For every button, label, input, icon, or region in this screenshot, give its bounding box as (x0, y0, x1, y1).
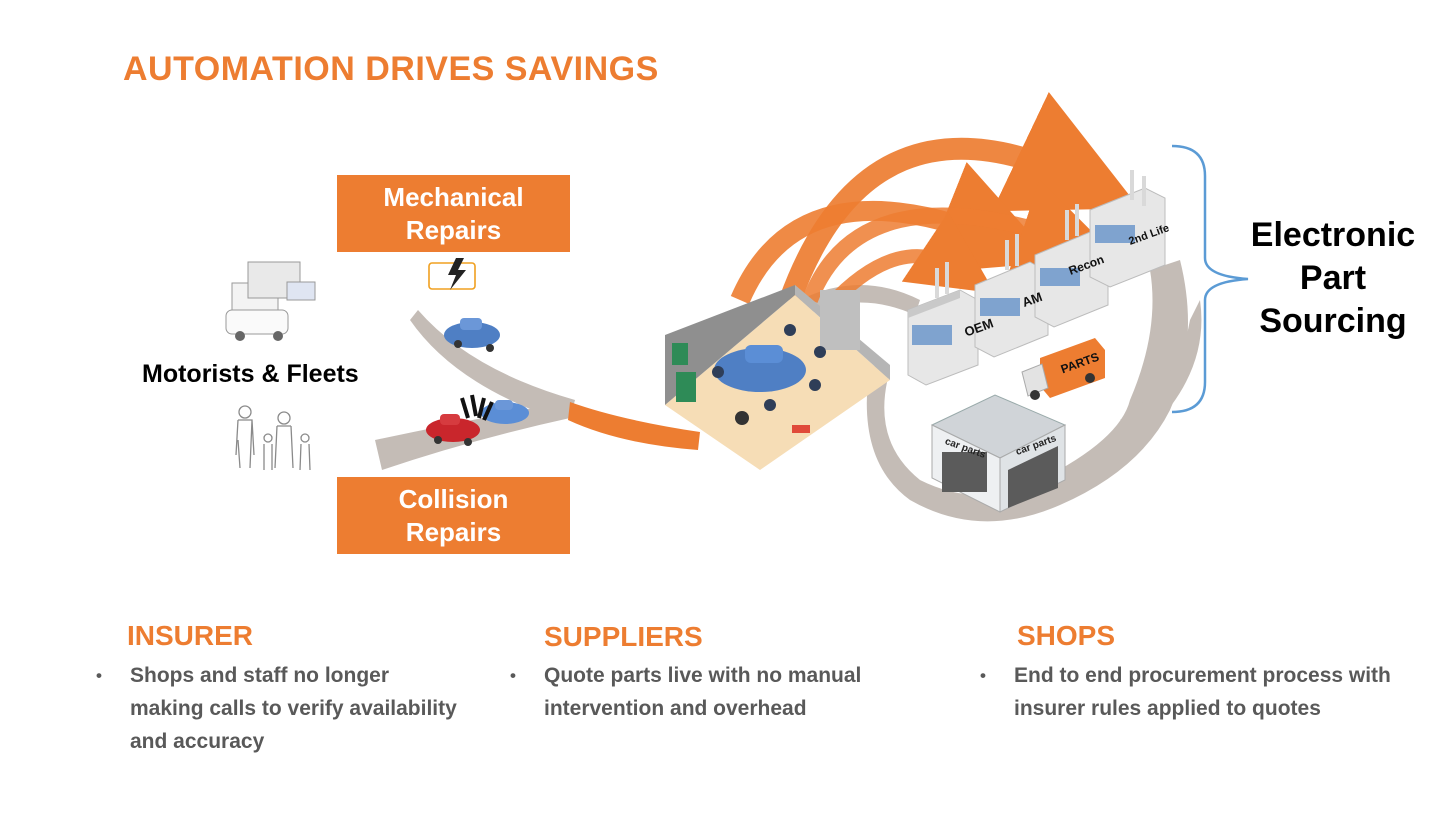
shop-inbound-arrow (568, 402, 700, 450)
family-silhouette-icon (235, 405, 311, 471)
shops-title: SHOPS (1017, 620, 1116, 651)
insurer-title: INSURER (127, 620, 254, 651)
shop-car (714, 348, 806, 392)
suppliers-bullet: Quote parts live with no manual interven… (510, 659, 924, 725)
parts-truck (1021, 338, 1105, 400)
tire-icon (735, 411, 749, 425)
toolbox-icon (792, 425, 810, 433)
mechanic-figure (784, 324, 796, 336)
mechanic-figure (814, 346, 826, 358)
shops-bullets: End to end procurement process with insu… (980, 659, 1394, 725)
insurer-bullets: Shops and staff no longer making calls t… (96, 659, 460, 758)
mechanic-figure (712, 366, 724, 378)
factory-oem (907, 262, 979, 386)
shop-car-roof (745, 345, 783, 363)
collision-repairs-box: Collision Repairs (337, 477, 570, 554)
supplier-loop-road-2 (1120, 300, 1202, 430)
suppliers-title: SUPPLIERS (544, 621, 703, 652)
mechanic-figure (809, 379, 821, 391)
green-bins (676, 372, 696, 402)
car-parts-store (930, 394, 1067, 513)
electronic-part-sourcing-label: Electronic Part Sourcing (1250, 216, 1416, 340)
arc-to-2nd-life (779, 92, 1140, 304)
factory-2nd-life (1089, 170, 1166, 288)
motorists-fleets-label: Motorists & Fleets (142, 360, 359, 388)
arc-to-am (802, 179, 1116, 303)
mechanical-road (410, 310, 575, 420)
shop-door (820, 290, 860, 350)
suppliers-bullets: Quote parts live with no manual interven… (510, 659, 924, 725)
collision-cars-icon (426, 394, 529, 446)
shops-bullet: End to end procurement process with insu… (980, 659, 1394, 725)
insurer-bullet: Shops and staff no longer making calls t… (96, 659, 460, 758)
mechanical-repairs-box: Mechanical Repairs (337, 175, 570, 252)
engine-warning-icon (428, 258, 476, 290)
sourcing-bracket (1171, 144, 1249, 414)
factory-am (974, 234, 1049, 358)
blue-car-icon (444, 318, 500, 352)
recycle-sign (672, 343, 688, 365)
mechanic-figure (764, 399, 776, 411)
supplier-loop-road (866, 260, 1188, 522)
fleet-vehicles-icon (225, 261, 316, 341)
shop-wall-left (665, 285, 795, 405)
page-title: AUTOMATION DRIVES SAVINGS (123, 50, 659, 88)
